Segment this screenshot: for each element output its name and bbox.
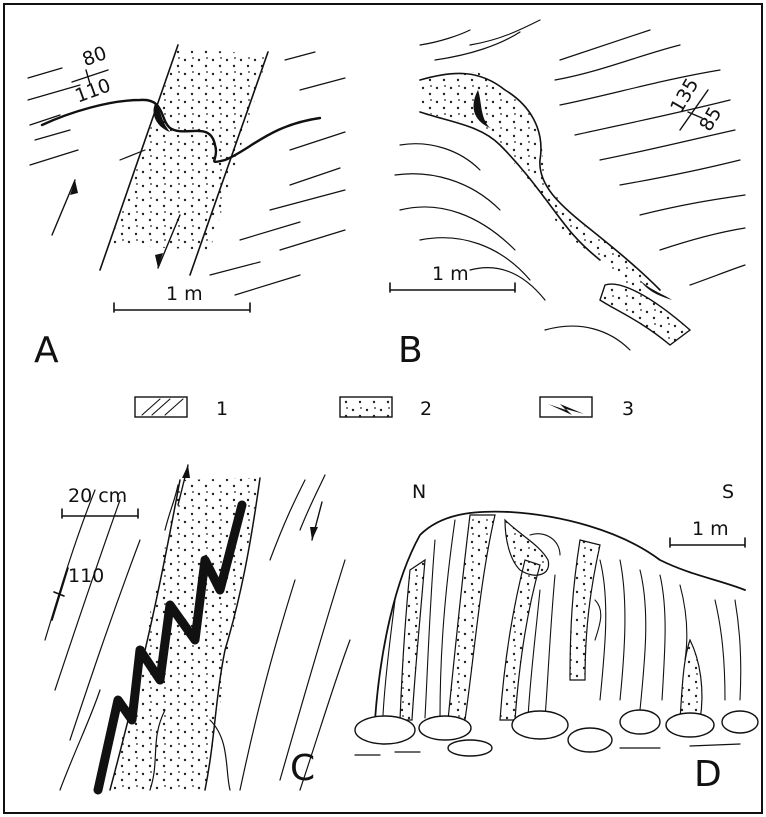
- panel-d-south: S: [722, 481, 734, 503]
- panel-a-scale-label: 1 m: [166, 283, 203, 305]
- panel-b-scale-label: 1 m: [432, 263, 469, 285]
- legend-label-3: 3: [622, 398, 634, 420]
- legend-swatch-2: [340, 397, 392, 417]
- legend-label-1: 1: [216, 398, 228, 420]
- panel-d-letter: D: [694, 754, 722, 795]
- panel-d-scale-label: 1 m: [692, 518, 729, 540]
- panel-b-letter: B: [398, 330, 423, 371]
- panel-c-orientation: 110: [68, 565, 104, 587]
- panel-a-letter: A: [34, 330, 59, 371]
- panel-c-scale-label: 20 cm: [68, 485, 127, 507]
- panel-d-north: N: [412, 481, 426, 503]
- legend-label-2: 2: [420, 398, 432, 420]
- panel-c-letter: C: [290, 748, 315, 789]
